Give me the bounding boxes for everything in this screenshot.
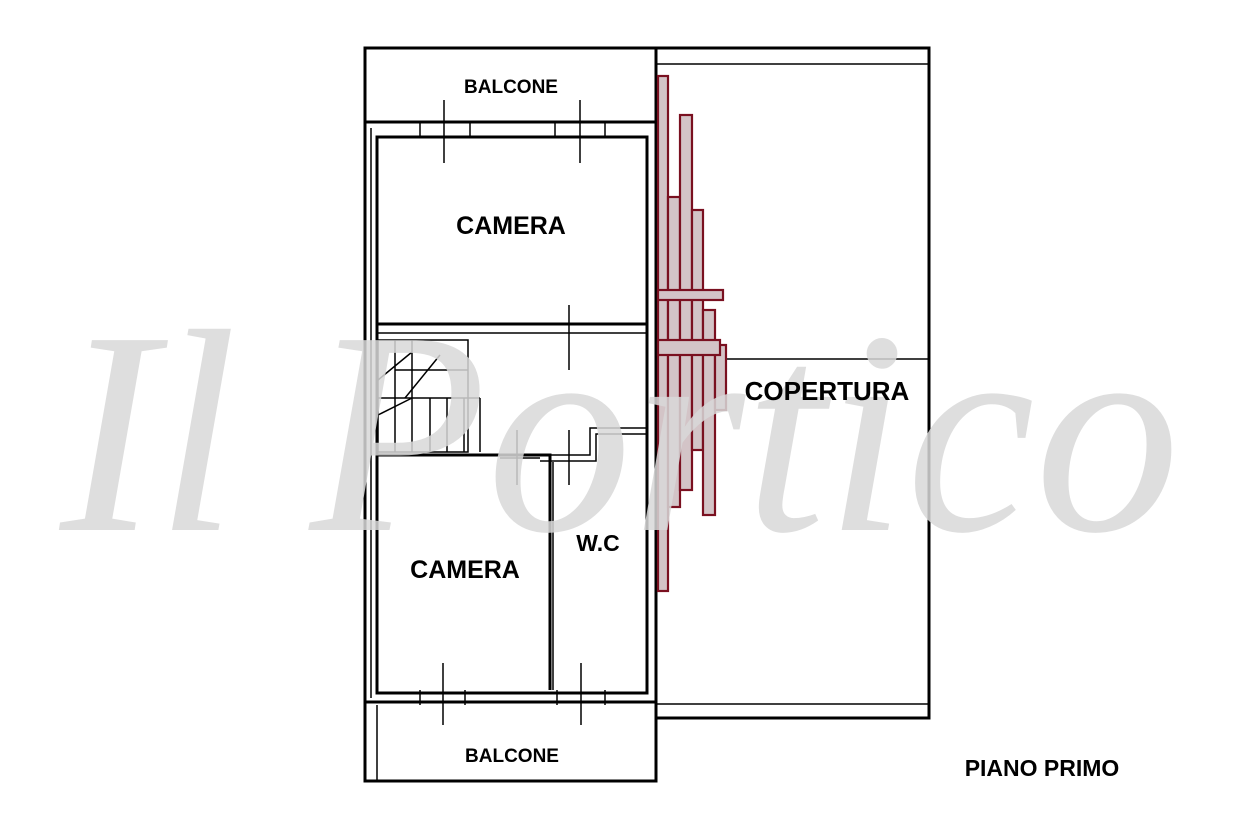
roof-label: COPERTURA — [745, 376, 910, 406]
watermark: Il Portico — [55, 272, 1180, 593]
balcony-top-label: BALCONE — [464, 77, 558, 98]
roof-tiles — [656, 74, 728, 593]
bedroom-top-label: CAMERA — [456, 212, 566, 240]
walls — [363, 46, 931, 783]
bedroom-bottom-label: CAMERA — [410, 556, 520, 584]
floor-title: PIANO PRIMO — [965, 755, 1120, 781]
wc-label: W.C — [576, 530, 619, 556]
balcony-bottom-label: BALCONE — [465, 746, 559, 767]
